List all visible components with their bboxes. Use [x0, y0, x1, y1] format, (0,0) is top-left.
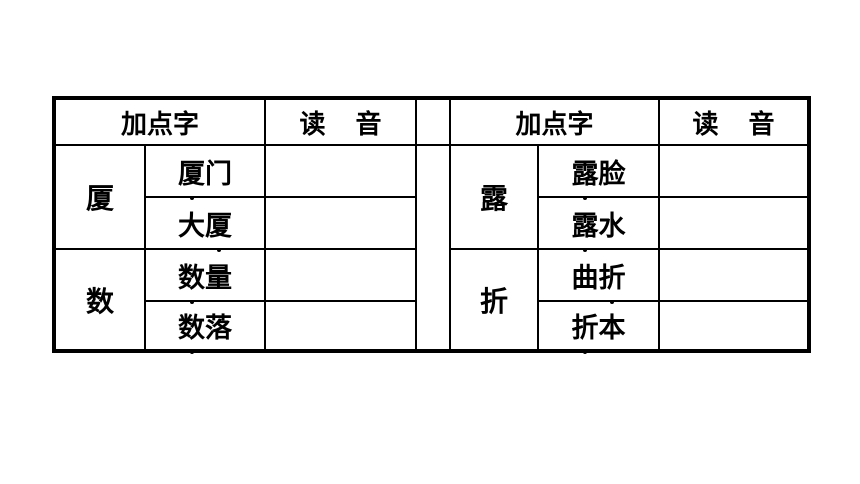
word-cell: 数量	[146, 250, 266, 304]
dotted-char: 数	[178, 306, 205, 354]
word-rest: 脸	[598, 158, 626, 190]
word-rest: 量	[205, 262, 232, 294]
header-reading-left: 读音	[266, 100, 417, 146]
word-cell: 厦门	[146, 146, 266, 200]
dotted-char: 厦	[178, 152, 205, 200]
dotted-char: 数	[178, 256, 205, 304]
word-cell: 数落	[146, 302, 266, 354]
header-reading-right: 读音	[660, 100, 807, 146]
word-cell: 露水	[539, 198, 660, 252]
reading-answer-cell[interactable]	[660, 250, 807, 302]
separator-column	[417, 146, 451, 349]
reading-answer-cell[interactable]	[266, 146, 417, 198]
word-cell: 露脸	[539, 146, 660, 200]
dotted-char: 厦	[205, 204, 232, 252]
separator-column-top	[417, 100, 451, 146]
dotted-char: 折	[599, 256, 626, 304]
dotted-char: 折	[572, 306, 599, 354]
word-rest: 大	[178, 210, 205, 242]
dotted-char-cell: 露	[451, 146, 539, 250]
reading-answer-cell[interactable]	[660, 302, 807, 349]
word-rest: 落	[205, 313, 232, 344]
reading-answer-cell[interactable]	[266, 198, 417, 250]
word-cell: 折本	[539, 302, 660, 354]
word-rest: 门	[205, 158, 232, 190]
dotted-char-cell: 厦	[56, 146, 146, 250]
word-cell: 曲折	[539, 250, 660, 304]
header-dotted-char-left: 加点字	[56, 100, 266, 146]
reading-answer-cell[interactable]	[660, 146, 807, 198]
reading-answer-cell[interactable]	[266, 250, 417, 302]
dotted-char: 露	[572, 204, 599, 252]
word-cell: 大厦	[146, 198, 266, 252]
pronunciation-table: 加点字 读音 加点字 读音 厦 厦门 大厦 数 数量 数落 露 露脸 露水 折 …	[52, 96, 811, 354]
dotted-char: 露	[572, 152, 599, 200]
reading-answer-cell[interactable]	[660, 198, 807, 250]
header-dotted-char-right: 加点字	[451, 100, 660, 146]
word-rest: 本	[598, 313, 626, 344]
word-rest: 水	[598, 210, 626, 242]
dotted-char-cell: 折	[451, 250, 539, 349]
dotted-char-cell: 数	[56, 250, 146, 349]
reading-answer-cell[interactable]	[266, 302, 417, 349]
word-rest: 曲	[571, 262, 599, 294]
